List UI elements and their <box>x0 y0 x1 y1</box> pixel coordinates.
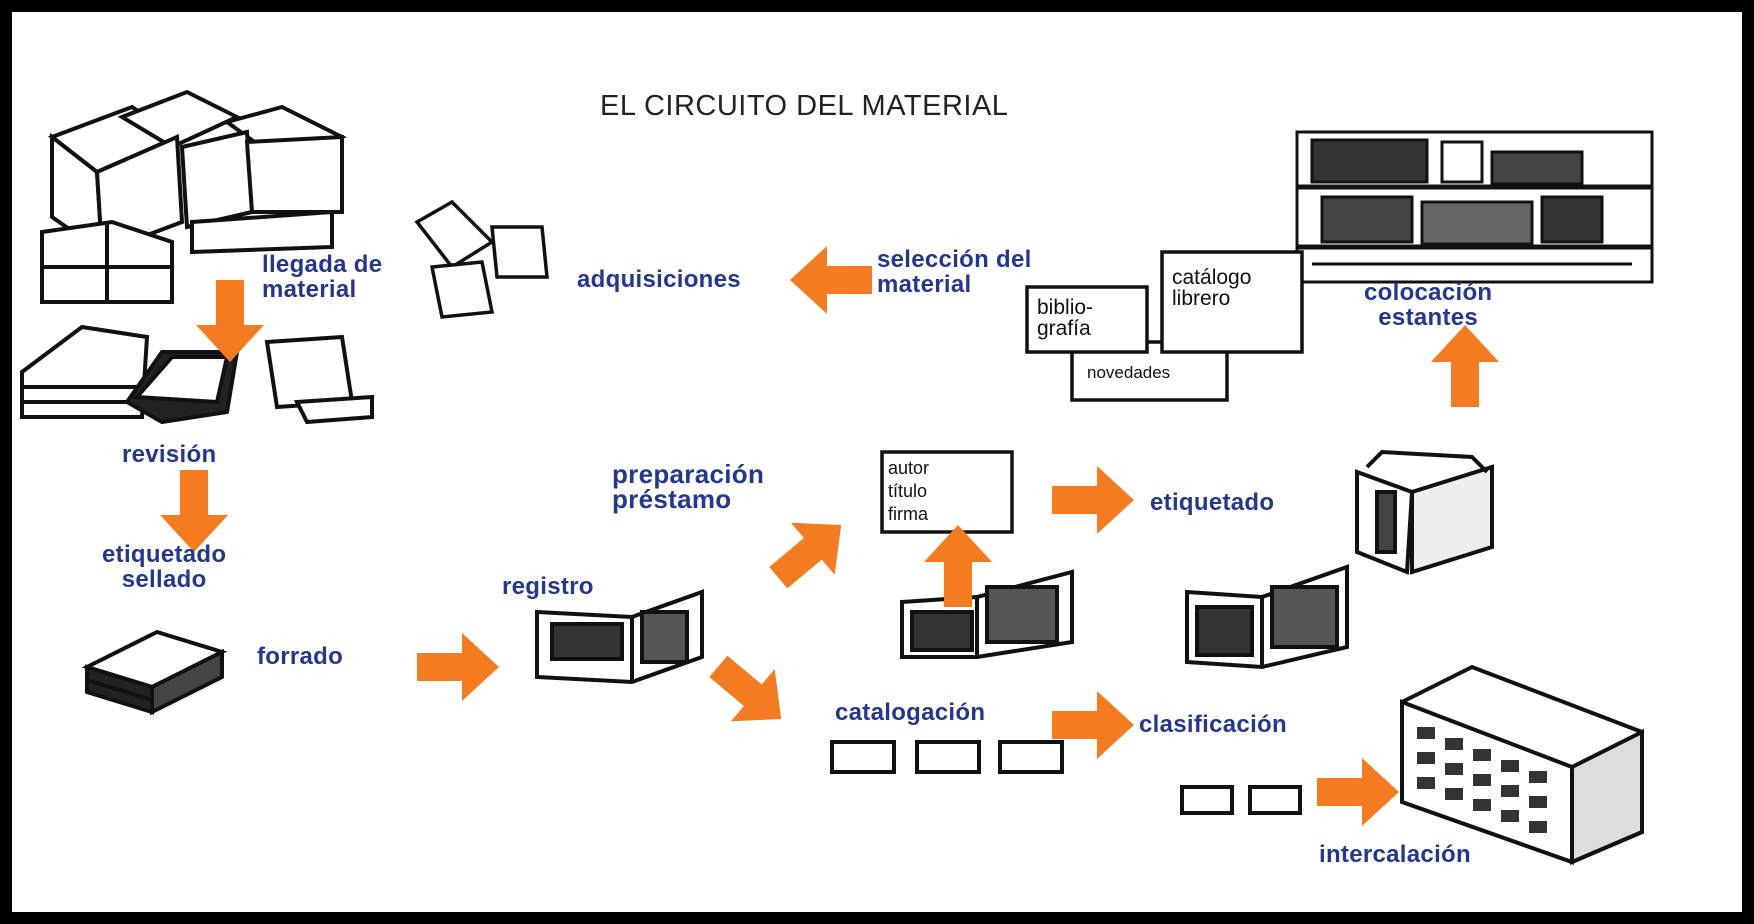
card-boxes <box>830 740 1302 815</box>
card-drawer-icon <box>1400 664 1644 866</box>
label-preparacion-line1: preparación <box>612 459 765 489</box>
arrow-down-1 <box>196 280 264 362</box>
box-catalogo-line1: catálogo <box>1172 266 1252 289</box>
label-preparacion: preparación préstamo <box>612 459 765 514</box>
label-forrado: forrado <box>257 643 344 670</box>
box-novedades: novedades <box>1087 363 1171 382</box>
register-book-icon <box>535 589 704 685</box>
label-llegada-line2: material <box>262 276 357 303</box>
label-clasificacion: clasificación <box>1139 711 1287 738</box>
label-etiq-line1: etiquetado <box>102 541 227 568</box>
label-book-icon <box>1185 564 1349 670</box>
label-adquisiciones: adquisiciones <box>577 266 741 293</box>
label-colocacion-line2: estantes <box>1378 304 1479 331</box>
label-llegada: llegada de material <box>262 252 382 302</box>
label-revision: revisión <box>122 441 217 468</box>
box-catalogo-line2: librero <box>1172 287 1231 310</box>
prep-book-icon <box>900 569 1074 659</box>
label-seleccion-line1: selección del <box>877 246 1032 273</box>
label-etiquetado: etiquetado <box>1150 489 1275 516</box>
label-seleccion-line2: material <box>877 271 972 298</box>
label-preparacion-line2: préstamo <box>612 484 732 514</box>
label-registro: registro <box>502 573 594 600</box>
label-colocacion-line1: colocación <box>1364 279 1493 306</box>
arrow-forrado <box>417 633 499 701</box>
arrow-intercalacion <box>1317 758 1399 826</box>
arrow-clasificacion <box>1052 691 1134 759</box>
box-bibliografia-line1: biblio- <box>1037 296 1094 319</box>
label-etiq-line2: sellado <box>121 566 207 593</box>
bookshelf-icon <box>1295 130 1654 284</box>
open-book-icon <box>1355 449 1494 575</box>
stacked-books-icon <box>81 629 228 716</box>
arrow-up-estantes <box>1431 325 1499 407</box>
papers-icon <box>414 199 549 319</box>
illustrations <box>20 89 1654 866</box>
label-colocacion: colocación estantes <box>1364 280 1492 330</box>
label-etiquetado-sellado: etiquetado sellado <box>102 542 226 592</box>
box-catalogo: catálogo librero <box>1172 267 1251 309</box>
label-seleccion: selección del material <box>877 247 1032 297</box>
catalog-card-icon <box>880 450 1014 534</box>
arrow-etiquetado <box>1052 466 1134 534</box>
card-fields: autor título firma <box>888 457 929 526</box>
box-bibliografia: biblio- grafía <box>1037 297 1093 339</box>
arrow-prep <box>756 498 864 604</box>
books-icon <box>20 324 374 425</box>
selection-sources <box>1025 250 1304 402</box>
label-llegada-line1: llegada de <box>262 251 383 278</box>
arrow-left-adq <box>790 246 872 314</box>
diagram-frame: EL CIRCUITO DEL MATERIAL llegada de mate… <box>12 12 1742 912</box>
diagram-title: EL CIRCUITO DEL MATERIAL <box>600 90 1009 122</box>
arrow-catalog <box>696 640 804 746</box>
label-catalogacion: catalogación <box>835 699 986 726</box>
boxes-icon <box>40 89 347 304</box>
card-line-firma: firma <box>888 504 928 524</box>
arrow-down-2 <box>160 470 228 552</box>
card-line-titulo: título <box>888 481 928 501</box>
card-line-autor: autor <box>888 458 930 478</box>
box-bibliografia-line2: grafía <box>1037 317 1091 340</box>
label-intercalacion: intercalación <box>1319 841 1471 868</box>
